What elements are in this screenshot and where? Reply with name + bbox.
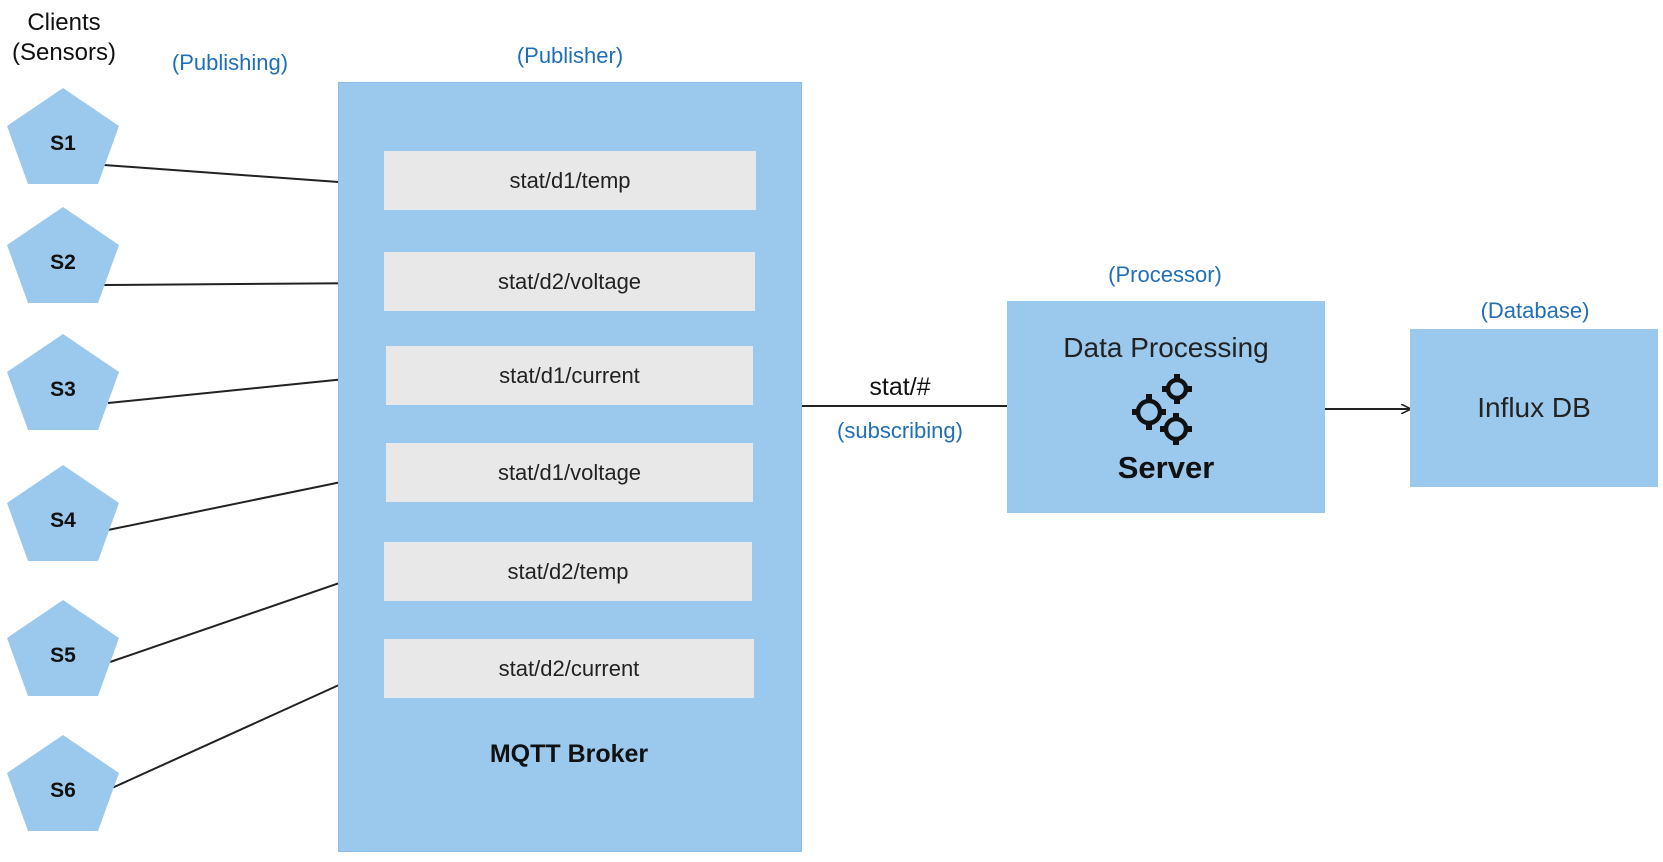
database-box: Influx DB bbox=[1410, 329, 1658, 487]
topic-box: stat/d2/temp bbox=[384, 542, 752, 601]
arrow-s2 bbox=[103, 283, 382, 285]
sensor-node: S6 bbox=[7, 735, 119, 831]
arrow-s5 bbox=[109, 568, 383, 663]
database-title: Influx DB bbox=[1477, 392, 1591, 423]
sensor-node: S3 bbox=[7, 334, 119, 430]
topic-box: stat/d2/current bbox=[384, 639, 754, 698]
topic-box: stat/d1/current bbox=[386, 346, 753, 405]
pentagon-shape bbox=[7, 735, 119, 831]
processor-label: (Processor) bbox=[1108, 262, 1222, 287]
sensor-node: S4 bbox=[7, 465, 119, 561]
sensor-label: S3 bbox=[50, 378, 76, 401]
server-title: Data Processing bbox=[1063, 332, 1269, 363]
gears-icon bbox=[1132, 374, 1192, 445]
sensor-node: S1 bbox=[7, 88, 119, 184]
publishing-label: (Publishing) bbox=[171, 50, 289, 75]
clients-label: Clients (Sensors) bbox=[11, 9, 117, 66]
server-box: Data Processing Server bbox=[1007, 301, 1325, 513]
pentagon-shape bbox=[7, 88, 119, 184]
topic-box: stat/d2/voltage bbox=[384, 252, 755, 311]
topic-box: stat/d1/voltage bbox=[386, 443, 753, 502]
sensor-label: S2 bbox=[50, 251, 76, 274]
database-label: (Database) bbox=[1480, 298, 1590, 323]
sensor-label: S6 bbox=[50, 779, 76, 802]
pentagon-shape bbox=[7, 600, 119, 696]
pentagon-shape bbox=[7, 334, 119, 430]
sensor-node: S2 bbox=[7, 207, 119, 303]
pentagon-shape bbox=[7, 207, 119, 303]
sensor-label: S5 bbox=[50, 644, 76, 667]
broker-title: MQTT Broker bbox=[489, 740, 649, 768]
subscribing-label: (subscribing) bbox=[837, 418, 963, 443]
topic-box: stat/d1/temp bbox=[384, 151, 756, 210]
server-subtitle: Server bbox=[1117, 450, 1215, 485]
publisher-label: (Publisher) bbox=[516, 43, 624, 68]
arrow-s6 bbox=[111, 665, 383, 789]
sensor-node: S5 bbox=[7, 600, 119, 696]
pentagon-shape bbox=[7, 465, 119, 561]
sensor-label: S1 bbox=[50, 132, 76, 155]
subscription-topic: stat/# bbox=[869, 373, 931, 401]
arrow-s1 bbox=[103, 164, 380, 185]
sensor-label: S4 bbox=[50, 509, 76, 532]
